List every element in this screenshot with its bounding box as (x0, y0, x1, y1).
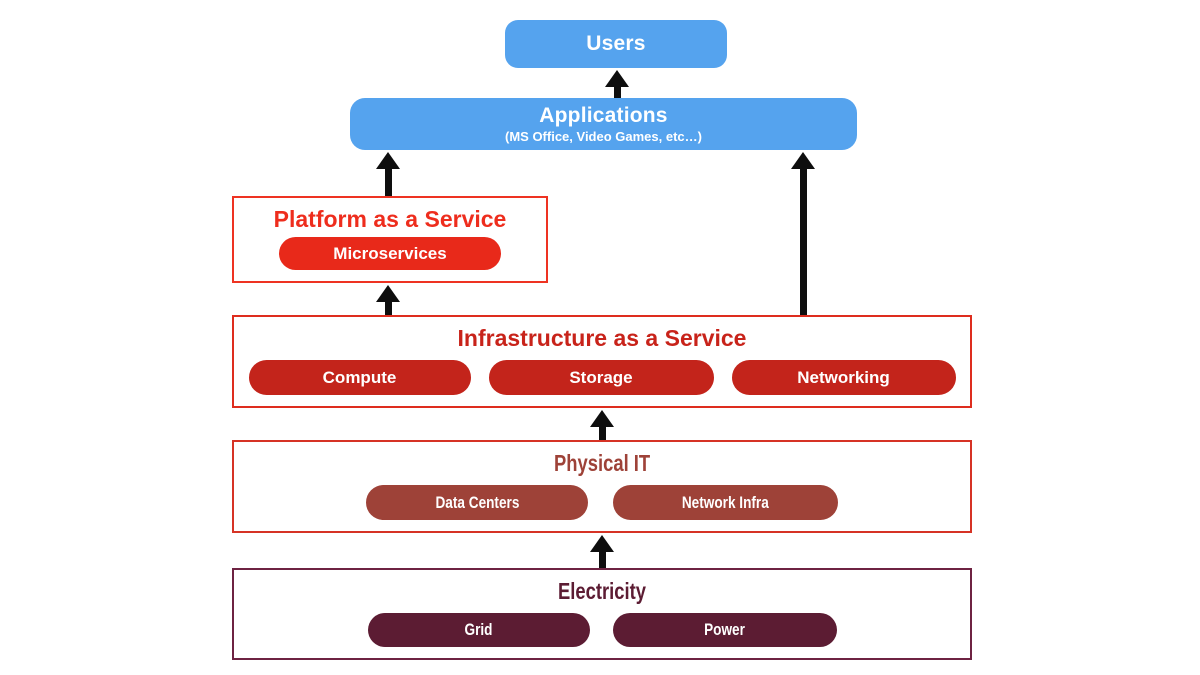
arrow-shaft (598, 552, 606, 568)
arrow-iaas-to-applications (791, 152, 815, 315)
applications-label: Applications (539, 104, 668, 127)
arrow-physicalit-to-iaas (590, 410, 614, 440)
arrow-head (590, 410, 614, 427)
networking-pill-label: Networking (797, 367, 890, 387)
arrow-head (376, 285, 400, 302)
iaas-box: Infrastructure as a Service Compute Stor… (232, 315, 972, 408)
electricity-box: Electricity Grid Power (232, 568, 972, 660)
data-centers-pill: Data Centers (366, 485, 588, 520)
data-centers-pill-label: Data Centers (435, 492, 519, 512)
power-pill: Power (612, 613, 837, 647)
arrow-head (605, 70, 629, 87)
arrow-paas-to-applications (376, 152, 400, 196)
physical-it-title: Physical IT (553, 450, 651, 476)
networking-pill: Networking (731, 360, 956, 395)
storage-pill-label: Storage (569, 367, 633, 387)
arrow-iaas-to-paas (376, 285, 400, 315)
power-pill-label: Power (704, 620, 745, 639)
arrow-applications-to-users (605, 70, 629, 98)
electricity-title: Electricity (558, 578, 646, 604)
arrow-shaft (598, 427, 606, 440)
arrow-electricity-to-physicalit (590, 535, 614, 568)
network-infra-pill-label: Network Infra (682, 492, 769, 512)
applications-box: Applications (MS Office, Video Games, et… (350, 98, 857, 150)
paas-box: Platform as a Service Microservices (232, 196, 548, 283)
users-label: Users (586, 32, 646, 55)
arrow-shaft (613, 87, 621, 98)
users-box: Users (505, 20, 727, 68)
grid-pill: Grid (367, 613, 590, 647)
compute-pill: Compute (248, 360, 471, 395)
grid-pill-label: Grid (464, 620, 493, 639)
paas-title: Platform as a Service (273, 206, 507, 232)
physical-it-box: Physical IT Data Centers Network Infra (232, 440, 972, 533)
microservices-pill-label: Microservices (333, 243, 447, 263)
arrow-shaft (384, 302, 392, 315)
arrow-shaft (799, 169, 807, 315)
arrow-shaft (384, 169, 392, 196)
arrow-head (376, 152, 400, 169)
network-infra-pill: Network Infra (613, 485, 838, 520)
arrow-head (791, 152, 815, 169)
iaas-title: Infrastructure as a Service (457, 325, 747, 351)
microservices-pill: Microservices (279, 237, 501, 270)
arrow-head (590, 535, 614, 552)
storage-pill: Storage (488, 360, 714, 395)
applications-subtitle: (MS Office, Video Games, etc…) (505, 129, 702, 144)
compute-pill-label: Compute (322, 367, 397, 387)
